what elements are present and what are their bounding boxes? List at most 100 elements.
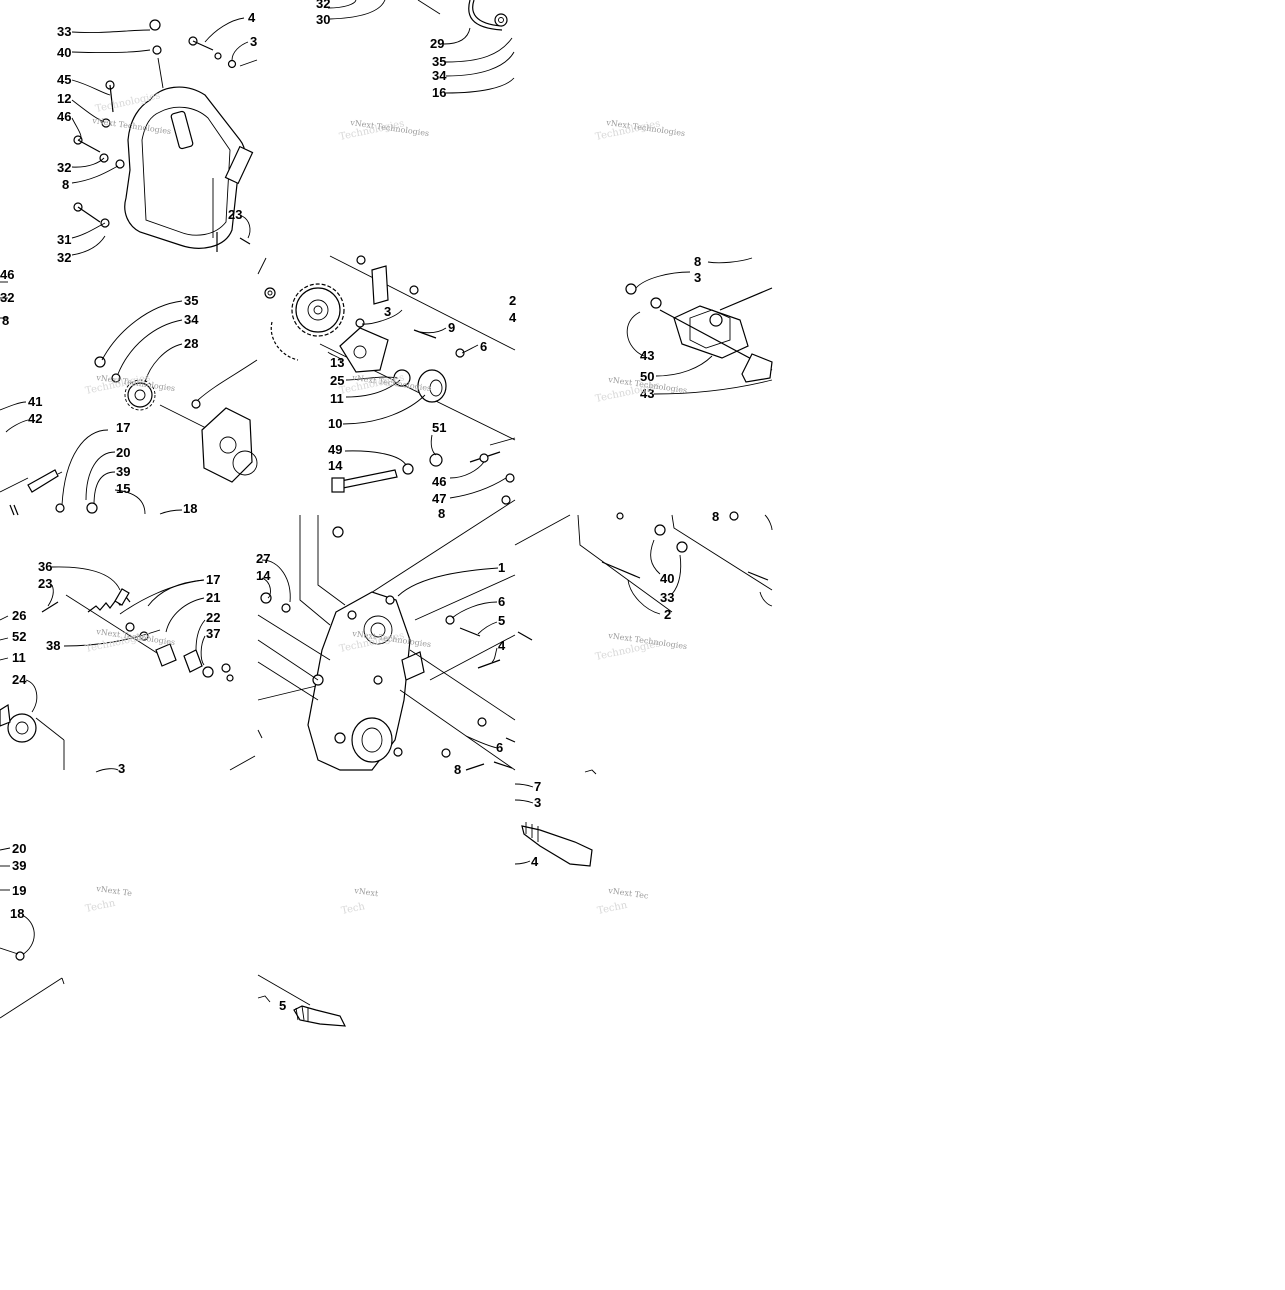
callout-4: 4 (509, 310, 517, 325)
callout-32: 32 (0, 290, 14, 305)
callout-46: 46 (57, 109, 71, 124)
tile-chaincase-cover: 33 40 45 12 46 32 8 31 32 4 3 23 (57, 10, 257, 265)
callout-39: 39 (12, 858, 26, 873)
svg-text:Tech: Tech (340, 901, 366, 917)
callout-12: 12 (57, 91, 71, 106)
chaincase-cover-part (124, 86, 246, 249)
callout-2: 2 (509, 293, 516, 308)
callout-6: 6 (480, 339, 487, 354)
callout-27: 27 (256, 551, 270, 566)
callout-6b: 6 (496, 740, 503, 755)
callout-46: 46 (0, 267, 14, 282)
callout-47: 47 (432, 491, 446, 506)
callout-17: 17 (116, 420, 130, 435)
callout-3: 3 (118, 761, 125, 776)
callout-3: 3 (534, 795, 541, 810)
callout-37: 37 (206, 626, 220, 641)
callout-35: 35 (432, 54, 446, 69)
callout-14: 14 (256, 568, 271, 583)
callout-4: 4 (248, 10, 256, 25)
callout-29: 29 (430, 36, 444, 51)
callout-42: 42 (28, 411, 42, 426)
callout-4: 4 (531, 854, 539, 869)
callout-8: 8 (2, 313, 9, 328)
callout-21: 21 (206, 590, 220, 605)
callout-25: 25 (330, 373, 344, 388)
callout-11: 11 (330, 391, 344, 406)
callout-45: 45 (57, 72, 71, 87)
callout-8: 8 (438, 506, 445, 521)
callout-35: 35 (184, 293, 198, 308)
callout-36: 36 (38, 559, 52, 574)
callout-26: 26 (12, 608, 26, 623)
callout-8: 8 (712, 509, 719, 524)
callout-13: 13 (330, 355, 344, 370)
callout-43b: 43 (640, 386, 654, 401)
tile-upper-fasteners: 32 30 29 35 34 16 (316, 0, 515, 100)
callout-23: 23 (228, 207, 242, 222)
callout-9: 9 (448, 320, 455, 335)
callout-22: 22 (206, 610, 220, 625)
callout-2: 2 (664, 607, 671, 622)
tile-spring-tensioner: 36 23 17 21 22 37 38 26 52 11 24 3 (0, 559, 256, 776)
callout-5: 5 (498, 613, 505, 628)
callout-33: 33 (57, 24, 71, 39)
callout-20: 20 (12, 841, 26, 856)
callout-8: 8 (62, 177, 69, 192)
watermark: vNext (353, 886, 380, 898)
callout-33: 33 (660, 590, 674, 605)
callout-5: 5 (279, 998, 286, 1013)
callout-40: 40 (660, 571, 674, 586)
callout-6: 6 (498, 594, 505, 609)
callout-50: 50 (640, 369, 654, 384)
tile-case-bolts: 40 33 2 8 (514, 509, 773, 622)
callout-52: 52 (12, 629, 26, 644)
tile-gear-case: 27 14 1 6 5 4 6 8 (256, 499, 533, 777)
callout-30: 30 (316, 12, 330, 27)
callout-40: 40 (57, 45, 71, 60)
svg-text:Techn: Techn (596, 900, 628, 917)
callout-18: 18 (10, 906, 24, 921)
callout-43: 43 (640, 348, 654, 363)
callout-31: 31 (57, 232, 71, 247)
callout-8: 8 (694, 254, 701, 269)
callout-18: 18 (183, 501, 197, 516)
callout-34: 34 (184, 312, 199, 327)
callout-28: 28 (184, 336, 198, 351)
callout-10: 10 (328, 416, 342, 431)
callout-32: 32 (316, 0, 330, 11)
callout-16: 16 (432, 85, 446, 100)
callout-17: 17 (206, 572, 220, 587)
callout-15: 15 (116, 481, 130, 496)
callout-46: 46 (432, 474, 446, 489)
callout-32: 32 (57, 160, 71, 175)
callout-32b: 32 (57, 250, 71, 265)
tile-gear-assembly: 3 9 6 13 25 11 10 49 14 51 46 47 8 2 4 (257, 255, 517, 521)
callout-3: 3 (694, 270, 701, 285)
svg-text:Techn: Techn (84, 898, 116, 915)
callout-1: 1 (498, 560, 505, 575)
callout-20: 20 (116, 445, 130, 460)
tile-lower-right: 7 3 4 (514, 769, 597, 869)
callout-51: 51 (432, 420, 446, 435)
callout-34: 34 (432, 68, 447, 83)
callout-3: 3 (384, 304, 391, 319)
tile-lower-middle: 5 (257, 974, 347, 1027)
watermark: vNext Tec (607, 886, 650, 901)
callout-24: 24 (12, 672, 27, 687)
callout-14: 14 (328, 458, 343, 473)
callout-3: 3 (250, 34, 257, 49)
tile-drive-sprocket: 46 32 8 35 34 28 41 42 17 20 39 15 18 (0, 267, 258, 516)
callout-38: 38 (46, 638, 60, 653)
callout-49: 49 (328, 442, 342, 457)
callout-11: 11 (12, 650, 26, 665)
tile-tensioner-housing: 8 3 43 50 43 (625, 254, 773, 401)
callout-7: 7 (534, 779, 541, 794)
callout-39: 39 (116, 464, 130, 479)
callout-4: 4 (498, 638, 506, 653)
callout-41: 41 (28, 394, 42, 409)
callout-8: 8 (454, 762, 461, 777)
tile-lower-left: 20 39 19 18 (0, 841, 65, 1019)
